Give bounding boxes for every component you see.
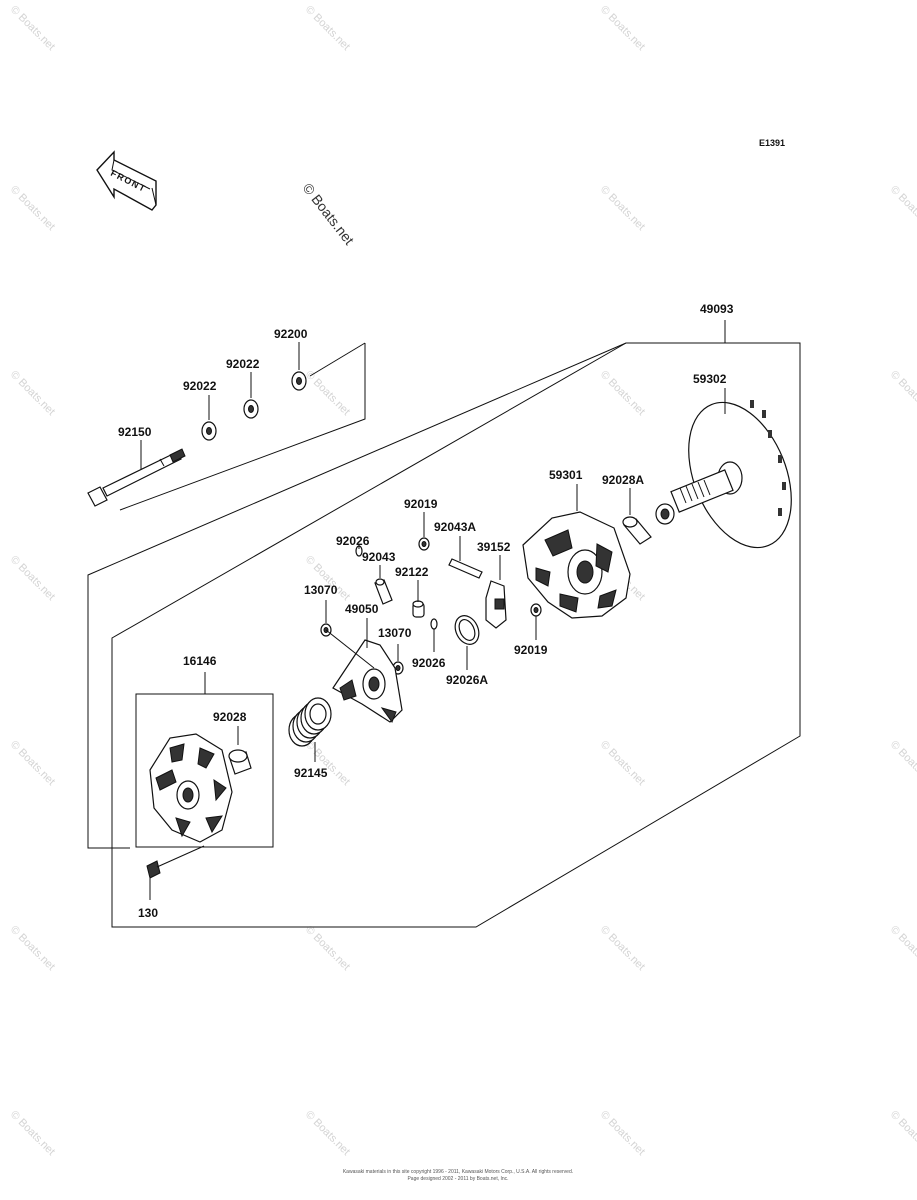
label-130: 130 xyxy=(138,906,158,920)
watermark: © Boats.net xyxy=(303,924,352,973)
center-watermark: © Boats.net xyxy=(300,180,358,248)
watermark: © Boats.net xyxy=(598,4,647,53)
bushing-92028A xyxy=(622,516,652,545)
label-92026A: 92026A xyxy=(446,673,488,687)
watermark: © Boats.net xyxy=(303,1109,352,1158)
watermark: © Boats.net xyxy=(888,369,917,418)
watermark: © Boats.net xyxy=(598,1109,647,1158)
label-92043: 92043 xyxy=(362,550,396,564)
washer-92026-b xyxy=(430,618,438,630)
watermark: © Boats.net xyxy=(598,184,647,233)
watermark: © Boats.net xyxy=(8,184,57,233)
watermark: © Boats.net xyxy=(598,924,647,973)
fixed-sheave-16146 xyxy=(149,733,233,843)
nut-92019-a xyxy=(418,537,430,551)
spring-92145 xyxy=(288,697,332,747)
watermark: © Boats.net xyxy=(598,369,647,418)
assembly-outline-back xyxy=(87,342,627,849)
label-16146: 16146 xyxy=(183,654,217,668)
bushing-92028 xyxy=(228,749,252,775)
label-13070-a: 13070 xyxy=(304,583,338,597)
watermark: © Boats.net xyxy=(8,4,57,53)
watermark: © Boats.net xyxy=(8,554,57,603)
label-92145: 92145 xyxy=(294,766,328,780)
washer-92022-a xyxy=(201,421,217,441)
watermark: © Boats.net xyxy=(8,924,57,973)
pin-92043A xyxy=(448,558,483,579)
label-92026-b: 92026 xyxy=(412,656,446,670)
label-92122: 92122 xyxy=(395,565,429,579)
nut-92019-b xyxy=(530,603,542,617)
washer-92022-b xyxy=(243,399,259,419)
label-13070-b: 13070 xyxy=(378,626,412,640)
label-59302: 59302 xyxy=(693,372,727,386)
collar-92122 xyxy=(412,600,425,618)
footer-designed: Page designed 2002 - 2011 by Boats.net, … xyxy=(407,1176,508,1182)
watermark: © Boats.net xyxy=(888,184,917,233)
label-92019-b: 92019 xyxy=(514,643,548,657)
label-92200: 92200 xyxy=(274,327,308,341)
front-arrow-icon: FRONT xyxy=(96,150,157,211)
label-59301: 59301 xyxy=(549,468,583,482)
label-92028: 92028 xyxy=(213,710,247,724)
label-92019-a: 92019 xyxy=(404,497,438,511)
label-92150: 92150 xyxy=(118,425,152,439)
watermark: © Boats.net xyxy=(888,739,917,788)
spider-49050 xyxy=(332,639,403,724)
pin-92043 xyxy=(374,578,393,605)
assembly-outline xyxy=(111,342,801,928)
watermark: © Boats.net xyxy=(8,1109,57,1158)
ring-92026A xyxy=(454,615,480,645)
footer-copyright: Kawasaki materials in this site copyrigh… xyxy=(343,1169,573,1175)
watermark: © Boats.net xyxy=(8,739,57,788)
diagram-code: E1391 xyxy=(759,138,785,148)
washer-92200 xyxy=(291,371,307,391)
label-92022-b: 92022 xyxy=(226,357,260,371)
label-92043A: 92043A xyxy=(434,520,476,534)
bolt-130 xyxy=(146,845,205,879)
weight-39152 xyxy=(485,580,507,629)
movable-sheave-59302 xyxy=(655,400,792,549)
watermark: © Boats.net xyxy=(888,924,917,973)
bolt-group-bracket xyxy=(119,343,366,511)
label-49093: 49093 xyxy=(700,302,734,316)
bolt-92150 xyxy=(87,448,186,507)
label-39152: 39152 xyxy=(477,540,511,554)
watermark: © Boats.net xyxy=(303,4,352,53)
label-92028A: 92028A xyxy=(602,473,644,487)
label-92026-a: 92026 xyxy=(336,534,370,548)
label-92022-a: 92022 xyxy=(183,379,217,393)
watermark: © Boats.net xyxy=(303,739,352,788)
leader-lines xyxy=(140,342,726,900)
watermark: © Boats.net xyxy=(888,1109,917,1158)
watermark: © Boats.net xyxy=(598,739,647,788)
housing-59301 xyxy=(522,511,631,619)
label-49050: 49050 xyxy=(345,602,379,616)
watermark: © Boats.net xyxy=(8,369,57,418)
